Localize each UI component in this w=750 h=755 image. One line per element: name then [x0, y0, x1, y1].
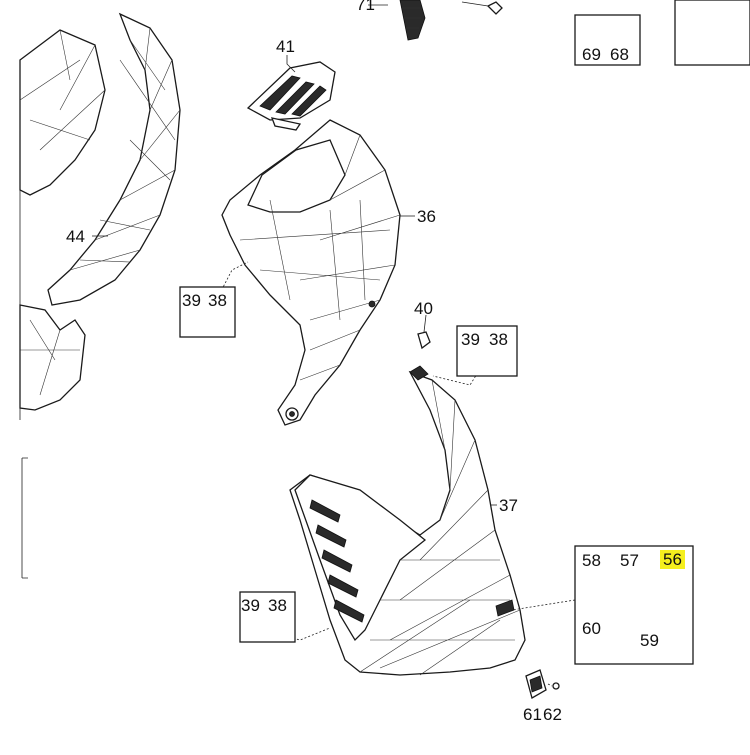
- callout-57: 57: [620, 551, 639, 570]
- box-bulb: [674, 0, 750, 66]
- callout-40: 40: [414, 299, 433, 318]
- part-71-bracket: [399, 0, 503, 41]
- callout-41: 41: [276, 37, 295, 56]
- part-40-clip: [417, 331, 431, 350]
- callout-37: 37: [499, 496, 518, 515]
- part-44-side-panel: [19, 12, 181, 411]
- callout-62: 62: [543, 705, 562, 724]
- callout-71: 71: [356, 0, 375, 14]
- box-39-38-b: [456, 325, 518, 377]
- callout-69: 69: [582, 45, 601, 64]
- part-41-vent: [246, 61, 336, 131]
- callout-58: 58: [582, 551, 601, 570]
- callout-39-c: 39: [241, 596, 260, 615]
- box-69-68: [574, 14, 641, 66]
- part-37-lower-fairing: [289, 365, 526, 676]
- callout-44: 44: [66, 227, 85, 246]
- callout-59: 59: [640, 631, 659, 650]
- callout-38-c: 38: [268, 596, 287, 615]
- callout-60: 60: [582, 619, 601, 638]
- callout-36: 36: [417, 207, 436, 226]
- callout-39-b: 39: [461, 330, 480, 349]
- callout-56-highlighted: 56: [660, 550, 685, 569]
- part-36-upper-fairing: [221, 119, 401, 426]
- callout-39-a: 39: [182, 291, 201, 310]
- box-39-38-c: [239, 591, 296, 643]
- left-edge-bracket: [21, 457, 28, 579]
- box-39-38-a: [179, 286, 236, 338]
- callout-61: 61: [523, 705, 542, 724]
- callout-38-a: 38: [208, 291, 227, 310]
- callout-38-b: 38: [489, 330, 508, 349]
- callout-68: 68: [610, 45, 629, 64]
- parts-61-62: [525, 669, 560, 699]
